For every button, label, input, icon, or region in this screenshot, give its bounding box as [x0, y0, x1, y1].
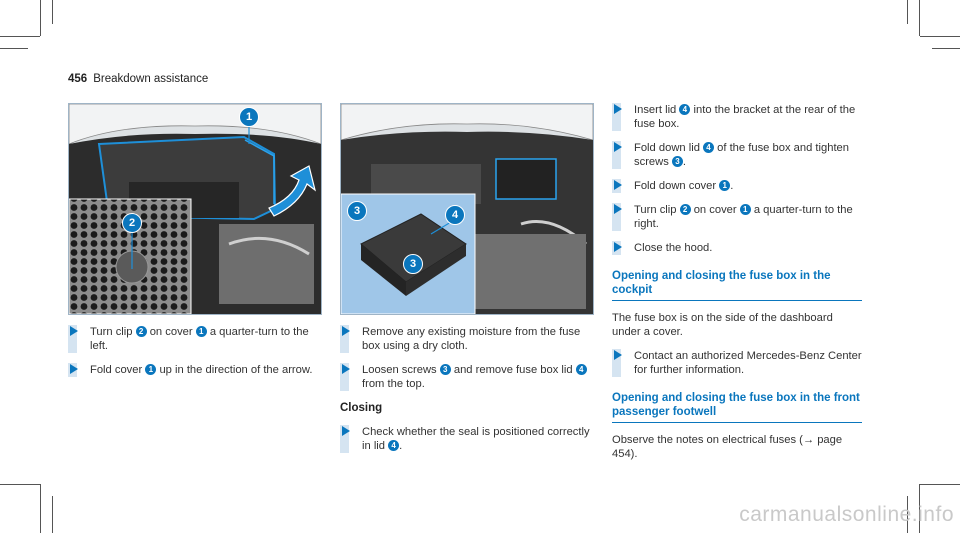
crop-mark [0, 36, 40, 37]
engine-bay-figure-cover: 1 2 [68, 103, 322, 315]
callout-ref: 1 [719, 180, 731, 191]
step-text: a quarter-turn to the left. [90, 326, 309, 352]
step-text: into the bracket at the rear of the fuse… [634, 104, 856, 130]
step-arrow-icon [342, 426, 350, 436]
crop-mark [920, 484, 960, 485]
step-arrow-icon [614, 180, 622, 190]
step-bar [340, 325, 349, 353]
callout-ref: 1 [145, 364, 157, 375]
step-text: Fold cover [90, 364, 143, 376]
step-text: Contact an authorized Mercedes-Benz Cent… [634, 350, 862, 376]
instruction-step: Check whether the seal is positioned cor… [340, 425, 592, 453]
callout-1: 1 [239, 107, 259, 127]
step-text: Turn clip [634, 204, 677, 216]
column-1: Turn clip 2 on cover 1 a quarter-turn to… [68, 325, 318, 387]
instruction-step: Close the hood. [612, 241, 862, 255]
step-bar [340, 363, 349, 391]
instruction-step: Fold down lid 4 of the fuse box and tigh… [612, 141, 862, 169]
instruction-step: Turn clip 2 on cover 1 a quarter-turn to… [612, 203, 862, 231]
step-bar [612, 103, 621, 131]
callout-3-bottom: 3 [403, 254, 423, 274]
callout-ref: 4 [388, 440, 400, 451]
step-text: Close the hood. [634, 242, 713, 254]
step-text: . [399, 440, 403, 452]
instruction-step: Insert lid 4 into the bracket at the rea… [612, 103, 862, 131]
step-bar [68, 325, 77, 353]
step-arrow-icon [614, 204, 622, 214]
step-text: of the fuse box and tighten screws [634, 142, 850, 168]
step-text: a quarter-turn to the right. [634, 204, 853, 230]
crop-mark [0, 484, 40, 485]
crop-mark [920, 36, 960, 37]
step-bar [612, 203, 621, 231]
crop-mark [919, 484, 920, 533]
step-arrow-icon [70, 364, 78, 374]
step-arrow-icon [614, 242, 622, 252]
column-3: Insert lid 4 into the bracket at the rea… [612, 103, 862, 471]
instruction-step: Contact an authorized Mercedes-Benz Cent… [612, 349, 862, 377]
step-text: on cover [693, 204, 737, 216]
step-text: on cover [149, 326, 193, 338]
crop-mark [40, 0, 41, 36]
step-text: Check whether the seal is positioned cor… [362, 426, 590, 452]
callout-3-left: 3 [347, 201, 367, 221]
crop-mark [52, 0, 53, 24]
step-bar [612, 141, 621, 169]
callout-ref: 4 [679, 104, 691, 115]
callout-ref: 3 [671, 156, 683, 167]
step-text: Loosen screws [362, 364, 437, 376]
instruction-step: Loosen screws 3 and remove fuse box lid … [340, 363, 592, 391]
instruction-step: Fold down cover 1. [612, 179, 862, 193]
crop-mark [40, 484, 41, 533]
callout-ref: 1 [739, 204, 751, 215]
instruction-step: Remove any existing moisture from the fu… [340, 325, 592, 353]
callout-ref: 2 [135, 326, 147, 337]
step-arrow-icon [614, 104, 622, 114]
engine-bay-figure-fuse-box: 3 4 3 [340, 103, 594, 315]
paragraph-page-reference[interactable]: Observe the notes on electrical fuses (→… [612, 434, 843, 460]
step-bar [612, 349, 621, 377]
section-heading-footwell: Opening and closing the fuse box in the … [612, 391, 862, 423]
callout-ref: 4 [703, 142, 715, 153]
step-bar [340, 425, 349, 453]
step-arrow-icon [70, 326, 78, 336]
crop-mark [0, 48, 28, 49]
callout-ref: 3 [439, 364, 451, 375]
step-text: . [730, 180, 734, 192]
callout-ref: 2 [679, 204, 691, 215]
step-arrow-icon [614, 142, 622, 152]
callout-ref: 4 [575, 364, 587, 375]
crop-mark [919, 0, 920, 36]
crop-mark [52, 496, 53, 533]
watermark: carmanualsonline.info [739, 503, 954, 526]
instruction-step: Fold cover 1 up in the direction of the … [68, 363, 318, 377]
callout-ref: 1 [195, 326, 207, 337]
column-2: Remove any existing moisture from the fu… [340, 325, 592, 463]
step-text: . [682, 156, 687, 168]
section-heading-cockpit: Opening and closing the fuse box in the … [612, 269, 862, 301]
crop-mark [932, 48, 960, 49]
step-text: up in the direction of the arrow. [159, 364, 313, 376]
step-text: and remove fuse box lid [453, 364, 573, 376]
step-text: Insert lid [634, 104, 677, 116]
step-text: Remove any existing moisture from the fu… [362, 326, 581, 352]
step-text: Fold down lid [634, 142, 700, 154]
step-text: Fold down cover [634, 180, 717, 192]
step-text: from the top. [362, 378, 425, 390]
step-arrow-icon [342, 326, 350, 336]
page-number: 456 [68, 73, 88, 85]
callout-4: 4 [445, 205, 465, 225]
step-arrow-icon [614, 350, 622, 360]
crop-mark [907, 0, 908, 24]
closing-heading: Closing [340, 402, 383, 414]
instruction-step: Turn clip 2 on cover 1 a quarter-turn to… [68, 325, 318, 353]
callout-2: 2 [122, 213, 142, 233]
section-title: Breakdown assistance [93, 73, 209, 85]
step-arrow-icon [342, 364, 350, 374]
page-header: 456 Breakdown assistance [68, 73, 208, 85]
step-text: Turn clip [90, 326, 133, 338]
paragraph: The fuse box is on the side of the dashb… [612, 312, 833, 338]
crop-mark [907, 496, 908, 533]
